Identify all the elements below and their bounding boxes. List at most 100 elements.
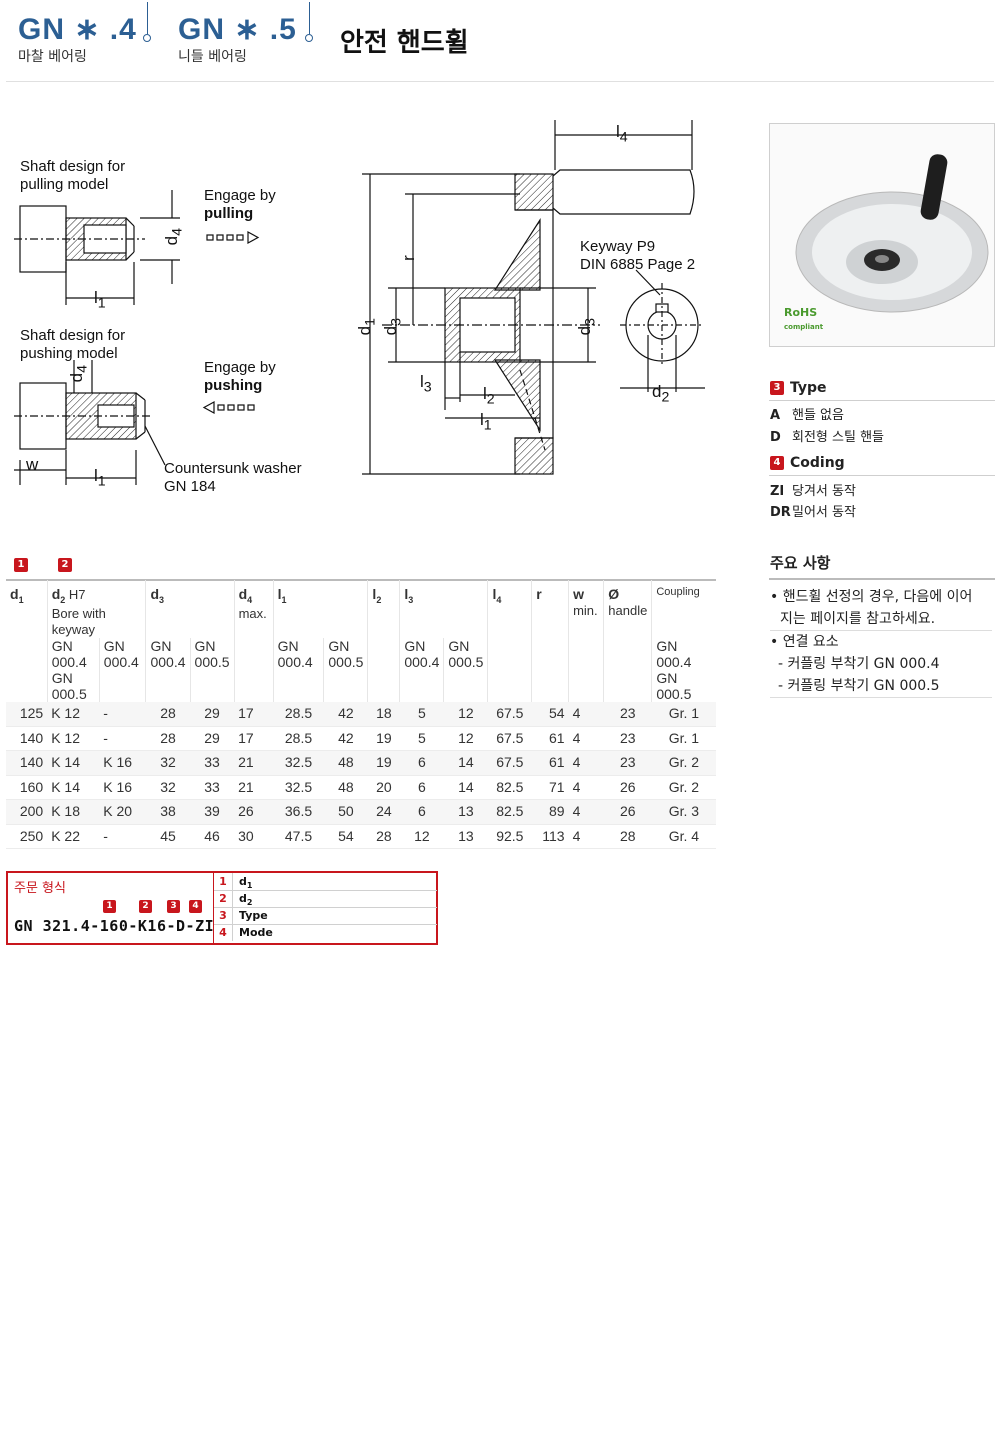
table-cell: Gr. 1 bbox=[651, 726, 716, 751]
table-cell: 18 bbox=[367, 702, 400, 727]
table-cell: 28 bbox=[145, 702, 191, 727]
note-item: - 커플링 부착기 GN 000.5 bbox=[770, 675, 992, 698]
table-cell: K 12 bbox=[47, 702, 100, 727]
col-coupling: Coupling bbox=[651, 580, 716, 638]
table-cell: 14 bbox=[443, 750, 488, 776]
series-gn-5: GN ∗ .5 bbox=[178, 13, 297, 46]
table-cell: 13 bbox=[443, 824, 488, 849]
table-cell: 113 bbox=[531, 824, 569, 849]
table-cell: K 16 bbox=[99, 775, 146, 800]
table-cell: 54 bbox=[531, 702, 569, 727]
dim-d3: d3 bbox=[574, 318, 599, 336]
header-divider-dot bbox=[305, 34, 313, 42]
table-cell: 5 bbox=[399, 702, 444, 727]
dim-d2: d2 bbox=[652, 382, 670, 406]
table-cell: 12 bbox=[443, 702, 488, 727]
technical-drawing bbox=[14, 120, 705, 485]
table-cell: K 14 bbox=[47, 775, 100, 800]
table-cell: 6 bbox=[399, 750, 444, 776]
table-cell: 61 bbox=[531, 750, 569, 776]
table-cell: 140 bbox=[6, 726, 48, 751]
dim-r: r bbox=[398, 255, 418, 261]
dim-d3: d3 bbox=[380, 318, 405, 336]
table-cell: 26 bbox=[603, 775, 652, 800]
notes-rule bbox=[769, 578, 995, 580]
handwheel-image bbox=[795, 154, 989, 313]
note-item: 지는 페이지를 참고하세요. bbox=[780, 611, 936, 627]
table-cell: 42 bbox=[323, 726, 368, 751]
table-cell: 23 bbox=[603, 750, 652, 776]
col-l4: l4 bbox=[487, 580, 532, 638]
col-d1: d1 bbox=[10, 586, 24, 605]
table-cell: 32 bbox=[145, 775, 191, 800]
table-cell: 17 bbox=[234, 726, 274, 751]
table-cell: 4 bbox=[568, 775, 604, 800]
col-l3: l3 bbox=[399, 580, 488, 638]
table-cell: K 12 bbox=[47, 726, 100, 751]
header-divider bbox=[309, 2, 310, 34]
table-cell: 28.5 bbox=[273, 702, 324, 727]
dim-l1: l1 bbox=[94, 466, 106, 490]
table-cell: Gr. 4 bbox=[651, 824, 716, 849]
dim-l4: l4 bbox=[616, 122, 628, 146]
table-cell: Gr. 1 bbox=[651, 702, 716, 727]
table-cell: 54 bbox=[323, 824, 368, 849]
notes-list: • 핸드휠 선정의 경우, 다음에 이어 지는 페이지를 참고하세요. • 연결… bbox=[770, 586, 992, 698]
table-cell: 21 bbox=[234, 750, 274, 776]
table-cell: 67.5 bbox=[487, 702, 532, 727]
table-badge-1: 1 bbox=[14, 558, 28, 572]
table-cell: 67.5 bbox=[487, 750, 532, 776]
table-cell: 29 bbox=[190, 702, 235, 727]
table-cell: 4 bbox=[568, 726, 604, 751]
notes-heading: 주요 사항 bbox=[770, 554, 831, 572]
table-cell: 24 bbox=[367, 799, 400, 825]
col-l2: l2 bbox=[367, 580, 400, 638]
table-cell: 32.5 bbox=[273, 750, 324, 776]
table-cell: 30 bbox=[234, 824, 274, 849]
table-cell: K 22 bbox=[47, 824, 100, 849]
header-divider-dot bbox=[143, 34, 151, 42]
table-cell: 82.5 bbox=[487, 775, 532, 800]
table-cell: 33 bbox=[190, 775, 235, 800]
table-cell: 50 bbox=[323, 799, 368, 825]
table-cell: 19 bbox=[367, 750, 400, 776]
table-cell: - bbox=[99, 824, 146, 849]
table-cell: 28 bbox=[603, 824, 652, 849]
table-cell: 26 bbox=[234, 799, 274, 825]
table-cell: K 14 bbox=[47, 750, 100, 776]
table-cell: 92.5 bbox=[487, 824, 532, 849]
table-cell: 48 bbox=[323, 750, 368, 776]
table-cell: 48 bbox=[323, 775, 368, 800]
col-l1: l1 bbox=[272, 580, 368, 638]
dim-d4: d4 bbox=[66, 365, 91, 383]
dim-l3: l3 bbox=[420, 372, 432, 396]
table-cell: 250 bbox=[6, 824, 48, 849]
type-rule bbox=[769, 400, 995, 401]
series-gn-4: GN ∗ .4 bbox=[18, 13, 137, 46]
table-cell: 12 bbox=[399, 824, 444, 849]
table-cell: K 20 bbox=[99, 799, 146, 825]
table-cell: 47.5 bbox=[273, 824, 324, 849]
order-code: GN 321.4-160-K16-D-ZI bbox=[14, 917, 215, 935]
note-item: • 연결 요소 bbox=[770, 630, 992, 653]
